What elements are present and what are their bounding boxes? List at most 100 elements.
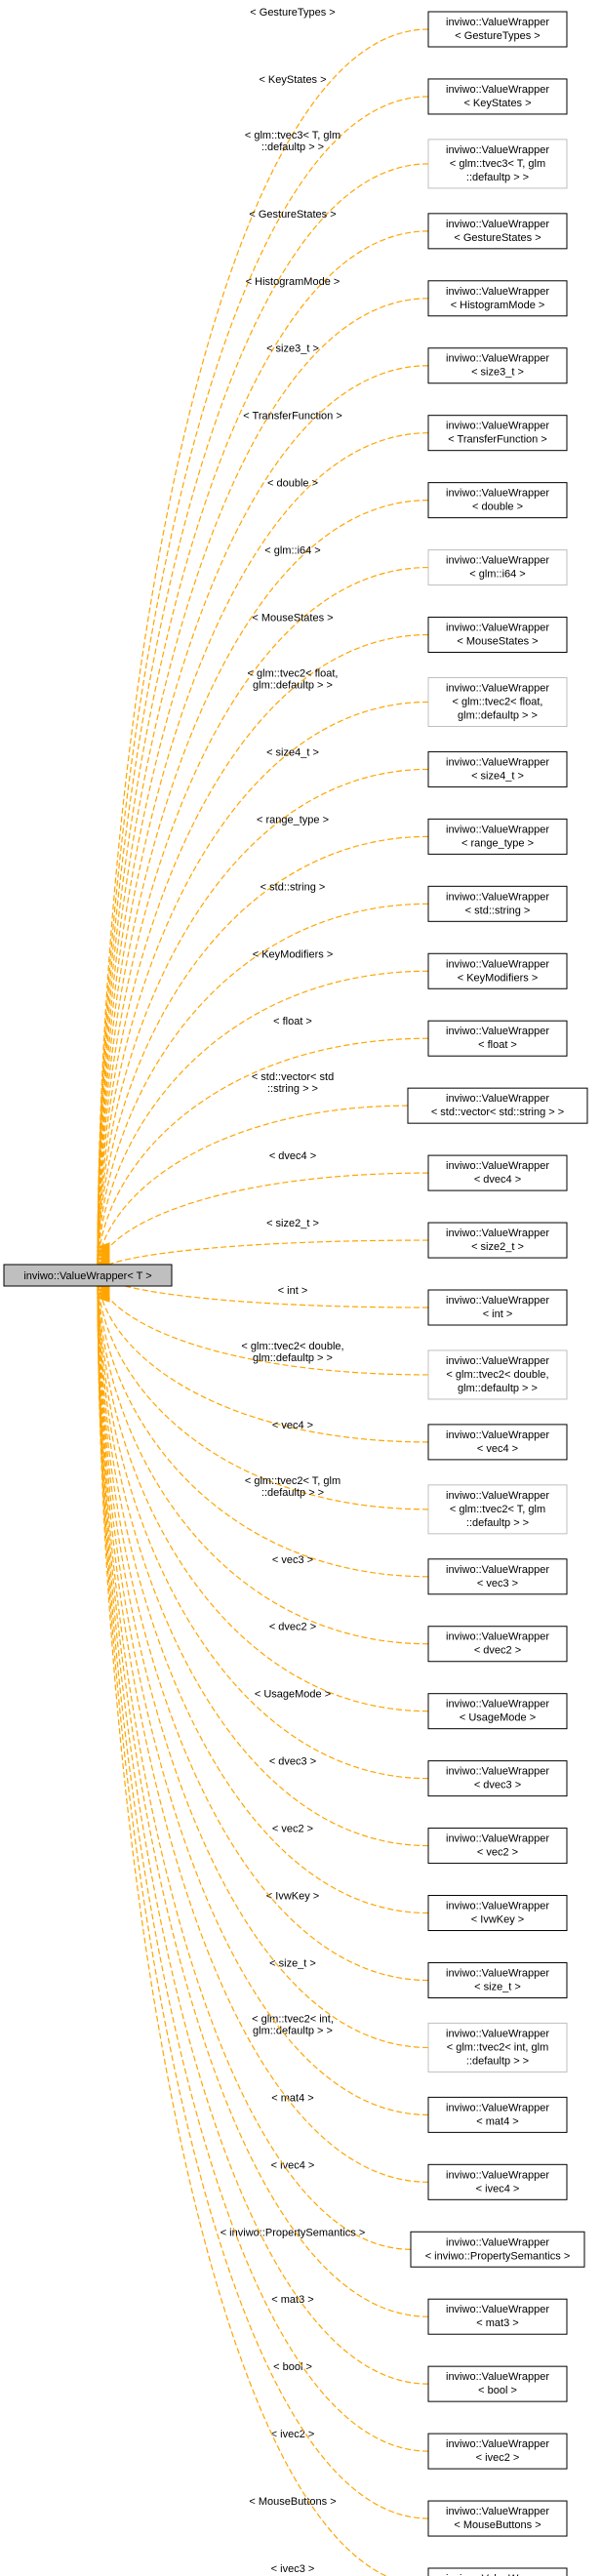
derived-class-node[interactable]: inviwo::ValueWrapper< dvec3 > (427, 1760, 568, 1797)
derived-class-node[interactable]: inviwo::ValueWrapper< glm::i64 > (427, 549, 568, 586)
edge-template-label: < TransferFunction > (243, 411, 342, 423)
derived-class-node[interactable]: inviwo::ValueWrapper< vec3 > (427, 1558, 568, 1595)
derived-class-node[interactable]: inviwo::ValueWrapper< int > (427, 1289, 568, 1326)
inheritance-edge (97, 28, 429, 1273)
derived-class-label: inviwo::ValueWrapper (446, 1026, 549, 1037)
derived-class-label: < vec4 > (477, 1443, 518, 1455)
derived-class-box (427, 1760, 568, 1797)
inheritance-edge (97, 1271, 429, 1914)
derived-class-node[interactable]: inviwo::ValueWrapper< vec2 > (427, 1828, 568, 1865)
derived-class-box (427, 11, 568, 48)
edge-template-label: < double > (267, 478, 318, 490)
inheritance-edge (97, 1271, 429, 2049)
derived-class-node[interactable]: inviwo::ValueWrapper< KeyStates > (427, 78, 568, 115)
inheritance-edge (97, 1271, 429, 2519)
derived-class-node[interactable]: inviwo::ValueWrapper< size4_t > (427, 750, 568, 787)
derived-class-label: inviwo::ValueWrapper (446, 1355, 549, 1367)
derived-class-node[interactable]: inviwo::ValueWrapper< dvec4 > (427, 1154, 568, 1191)
derived-class-node[interactable]: inviwo::ValueWrapper< size2_t > (427, 1222, 568, 1259)
edge-template-label: glm::defaultp > > (253, 1352, 333, 1364)
derived-class-box (427, 1693, 568, 1730)
derived-class-box (427, 1626, 568, 1663)
derived-class-box (427, 1154, 568, 1191)
derived-class-node[interactable]: inviwo::ValueWrapper< ivec2 > (427, 2433, 568, 2470)
edge-template-label: < ivec2 > (271, 2429, 315, 2440)
inheritance-edge (97, 1271, 388, 2576)
derived-class-node[interactable]: inviwo::ValueWrapper< mat4 > (427, 2096, 568, 2133)
derived-class-node[interactable]: inviwo::ValueWrapper< glm::tvec2< int, g… (427, 2022, 568, 2073)
edge-template-label: < ivec3 > (271, 2563, 315, 2575)
base-class-node[interactable]: inviwo::ValueWrapper< T > (3, 1264, 173, 1287)
derived-class-node[interactable]: inviwo::ValueWrapper< glm::tvec2< double… (427, 1349, 568, 1400)
derived-class-box (427, 1828, 568, 1865)
derived-class-node[interactable]: inviwo::ValueWrapper< mat3 > (427, 2298, 568, 2335)
inheritance-edge (97, 1105, 409, 1273)
derived-class-label: < vec3 > (477, 1578, 518, 1590)
derived-class-label: < MouseStates > (457, 636, 538, 648)
edge-template-label: < GestureStates > (249, 209, 336, 221)
derived-class-node[interactable]: inviwo::ValueWrapper< glm::tvec2< T, glm… (427, 1484, 568, 1535)
derived-class-node[interactable]: inviwo::ValueWrapper< ivec3 > (427, 2567, 568, 2576)
derived-class-label: inviwo::ValueWrapper (446, 1429, 549, 1441)
edge-template-label: < glm::i64 > (264, 545, 320, 557)
derived-class-node[interactable]: inviwo::ValueWrapper< UsageMode > (427, 1693, 568, 1730)
derived-class-label: < IvwKey > (471, 1914, 524, 1926)
derived-class-node[interactable]: inviwo::ValueWrapper< vec4 > (427, 1424, 568, 1461)
derived-class-node[interactable]: inviwo::ValueWrapper< glm::tvec3< T, glm… (427, 139, 568, 189)
derived-class-label: inviwo::ValueWrapper (446, 555, 549, 567)
derived-class-node[interactable]: inviwo::ValueWrapper< GestureTypes > (427, 11, 568, 48)
derived-class-node[interactable]: inviwo::ValueWrapper< MouseStates > (427, 617, 568, 654)
edge-template-label: < glm::tvec2< int, (252, 2013, 334, 2025)
edge-template-label: < KeyStates > (259, 74, 326, 86)
derived-class-label: inviwo::ValueWrapper (446, 2304, 549, 2315)
derived-class-node[interactable]: inviwo::ValueWrapper< std::vector< std::… (407, 1087, 588, 1124)
derived-class-node[interactable]: inviwo::ValueWrapper< size3_t > (427, 347, 568, 384)
edge-template-label: < mat4 > (271, 2092, 313, 2104)
edge-template-label: < IvwKey > (266, 1891, 319, 1903)
derived-class-label: < dvec3 > (474, 1780, 521, 1791)
derived-class-label: inviwo::ValueWrapper (446, 824, 549, 835)
derived-class-node[interactable]: inviwo::ValueWrapper< dvec2 > (427, 1626, 568, 1663)
derived-class-label: < KeyModifiers > (458, 972, 539, 984)
derived-class-node[interactable]: inviwo::ValueWrapper< size_t > (427, 1961, 568, 1998)
derived-class-node[interactable]: inviwo::ValueWrapper< double > (427, 482, 568, 519)
derived-class-label: < glm::tvec2< float, (453, 696, 543, 707)
edge-template-label: < dvec3 > (269, 1756, 316, 1768)
inheritance-edge (97, 1271, 429, 2452)
derived-class-node[interactable]: inviwo::ValueWrapper< range_type > (427, 818, 568, 855)
derived-class-box (427, 2022, 568, 2073)
derived-class-label: < ivec4 > (476, 2183, 520, 2194)
derived-class-node[interactable]: inviwo::ValueWrapper< MouseButtons > (427, 2500, 568, 2537)
edge-template-label: < MouseStates > (252, 613, 333, 624)
derived-class-box (407, 1087, 588, 1124)
inheritance-edge (97, 1271, 429, 1510)
inheritance-edge (97, 1271, 429, 1712)
derived-class-node[interactable]: inviwo::ValueWrapper< glm::tvec2< float,… (427, 676, 568, 727)
edge-template-label: < vec2 > (272, 1824, 313, 1835)
derived-class-label: inviwo::ValueWrapper (446, 353, 549, 365)
derived-class-box (427, 2433, 568, 2470)
derived-class-label: inviwo::ValueWrapper (446, 219, 549, 230)
derived-class-label: inviwo::ValueWrapper (446, 1766, 549, 1778)
derived-class-label: < glm::i64 > (469, 569, 525, 581)
derived-class-node[interactable]: inviwo::ValueWrapper< ivec4 > (427, 2163, 568, 2200)
derived-class-node[interactable]: inviwo::ValueWrapper< std::string > (427, 885, 568, 922)
derived-class-node[interactable]: inviwo::ValueWrapper< inviwo::PropertySe… (410, 2231, 585, 2268)
derived-class-label: inviwo::ValueWrapper (446, 286, 549, 298)
derived-class-label: < dvec4 > (474, 1174, 521, 1186)
inheritance-edge (97, 835, 429, 1273)
derived-class-box (427, 213, 568, 250)
derived-class-node[interactable]: inviwo::ValueWrapper< HistogramMode > (427, 280, 568, 317)
derived-class-label: < float > (478, 1039, 517, 1051)
derived-class-node[interactable]: inviwo::ValueWrapper< bool > (427, 2365, 568, 2402)
derived-class-label: < HistogramMode > (451, 300, 545, 311)
inheritance-edge (97, 1271, 429, 2317)
derived-class-node[interactable]: inviwo::ValueWrapper< GestureStates > (427, 213, 568, 250)
derived-class-node[interactable]: inviwo::ValueWrapper< float > (427, 1020, 568, 1057)
edge-template-label: < range_type > (257, 814, 329, 825)
derived-class-node[interactable]: inviwo::ValueWrapper< KeyModifiers > (427, 952, 568, 989)
derived-class-box (427, 818, 568, 855)
derived-class-node[interactable]: inviwo::ValueWrapper< TransferFunction > (427, 415, 568, 452)
derived-class-node[interactable]: inviwo::ValueWrapper< IvwKey > (427, 1895, 568, 1932)
